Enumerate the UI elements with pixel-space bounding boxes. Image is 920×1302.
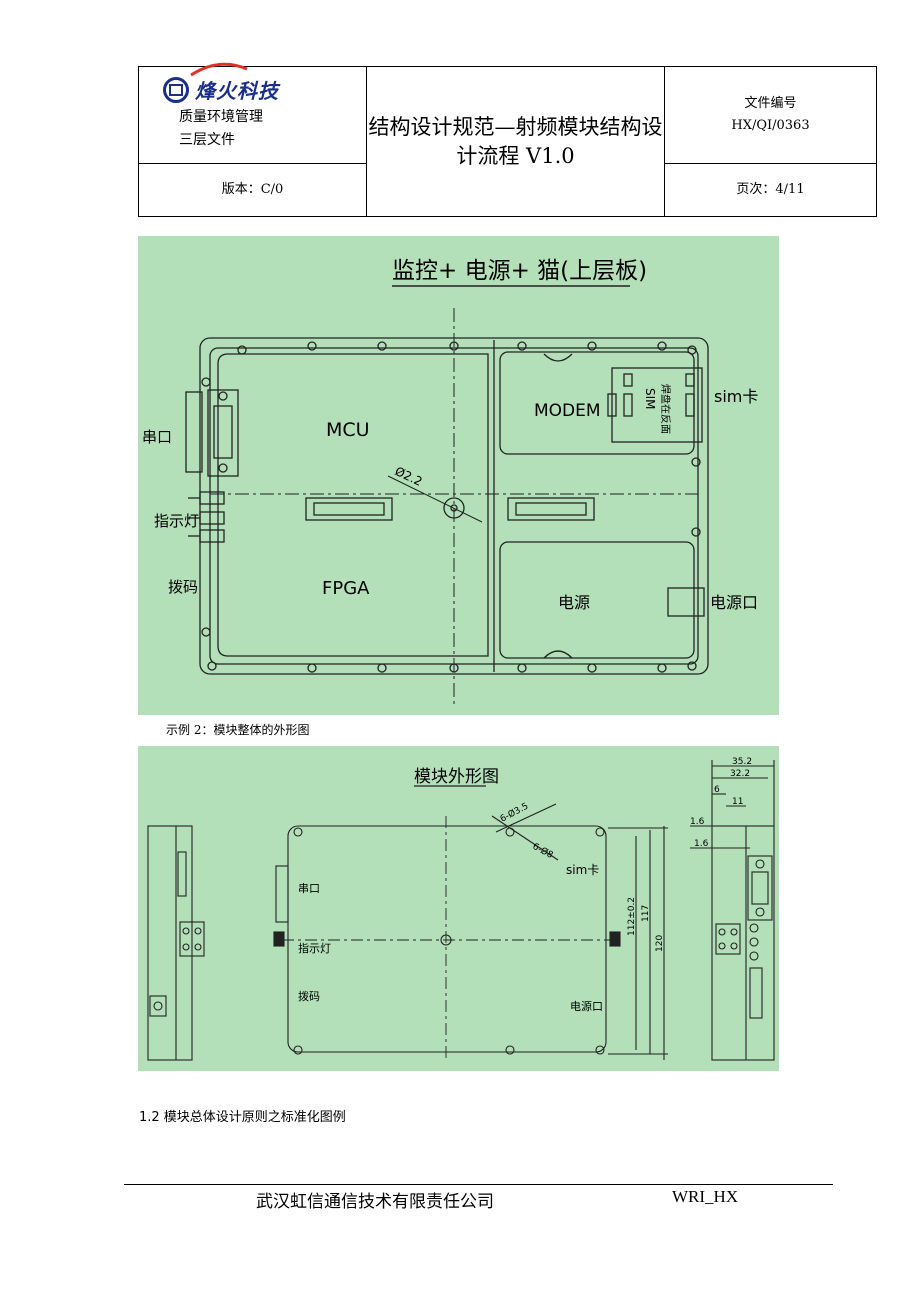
doc-number: HX/QI/0363 <box>731 118 810 133</box>
version: 版本：C/0 <box>138 163 367 217</box>
indicator-label: 指示灯 <box>154 512 199 530</box>
doc-number-cell: 文件编号 HX/QI/0363 <box>664 66 877 164</box>
dim-1-6b-label: 1.6 <box>694 839 709 849</box>
footer-id: WRI_HX <box>672 1187 739 1206</box>
figure2-heading: 模块外形图 <box>414 767 499 787</box>
dip-label: 拨码 <box>168 578 198 596</box>
outline-indicator-label: 指示灯 <box>298 941 331 955</box>
outline-serial-label: 串口 <box>298 882 320 895</box>
top-board-drawing: 监控+ 电源+ 猫(上层板) MCU MODEM FPGA 电源 串口 指示灯 … <box>142 258 758 706</box>
dim-6-label: 6 <box>714 785 720 795</box>
footer-company: 武汉虹信通信技术有限责任公司 <box>256 1192 494 1212</box>
hole-a-label: 6-Ø3.5 <box>498 801 530 825</box>
outline-dip-label: 拨码 <box>298 989 320 1003</box>
doc-number-label: 文件编号 <box>744 96 797 111</box>
dim-35-2-label: 35.2 <box>732 757 752 767</box>
dim-1-6a-label: 1.6 <box>690 817 705 827</box>
outline-sim-card-label: sim卡 <box>566 863 599 877</box>
diameter-label: Ø2.2 <box>393 464 425 489</box>
sim-card-label: sim卡 <box>714 387 758 406</box>
power-port-label: 电源口 <box>710 593 758 612</box>
document-header-table: 烽火科技 质量环境管理 三层文件 结构设计规范—射频模块结构设计流程 V1.0 … <box>138 62 877 217</box>
figure-caption: 示例 2：模块整体的外形图 <box>166 723 310 737</box>
document-title: 结构设计规范—射频模块结构设计流程 V1.0 <box>366 66 665 217</box>
section-heading: 1.2 模块总体设计原则之标准化图例 <box>139 1110 346 1125</box>
footer-rule <box>124 1184 833 1185</box>
modem-label: MODEM <box>534 401 601 421</box>
figure-top-board: 监控+ 电源+ 猫(上层板) MCU MODEM FPGA 电源 串口 指示灯 … <box>138 236 779 715</box>
sim-label: SIM <box>643 388 657 410</box>
fpga-label: FPGA <box>322 578 370 599</box>
dim-32-2-label: 32.2 <box>730 769 750 779</box>
logo-mark-icon <box>163 76 189 103</box>
outline-power-port-label: 电源口 <box>570 999 603 1013</box>
page-number: 页次：4/11 <box>664 163 877 217</box>
quality-line-2: 三层文件 <box>179 132 235 148</box>
logo-swoosh-icon <box>189 62 248 76</box>
outline-drawing: 模块外形图 串口 指示灯 拨码 sim卡 电源口 6-Ø3.5 6-Ø8 112… <box>147 757 775 1062</box>
logo-text: 烽火科技 <box>195 79 279 103</box>
company-logo: 烽火科技 <box>163 62 366 104</box>
quality-line-1: 质量环境管理 <box>179 109 263 125</box>
figure1-heading: 监控+ 电源+ 猫(上层板) <box>392 258 647 284</box>
serial-label: 串口 <box>142 428 172 446</box>
figure-outline: 模块外形图 串口 指示灯 拨码 sim卡 电源口 6-Ø3.5 6-Ø8 112… <box>138 746 779 1071</box>
power-label: 电源 <box>558 593 590 612</box>
sim-note-label: 焊盘在反面 <box>659 384 672 434</box>
dim-117-label: 117 <box>641 905 651 922</box>
logo-cell: 烽火科技 质量环境管理 三层文件 <box>138 62 367 164</box>
dim-120-label: 120 <box>655 935 665 952</box>
dim-11-label: 11 <box>732 797 743 807</box>
dim-112-label: 112±0.2 <box>627 897 637 936</box>
mcu-label: MCU <box>326 419 370 441</box>
hole-b-label: 6-Ø8 <box>531 841 556 861</box>
